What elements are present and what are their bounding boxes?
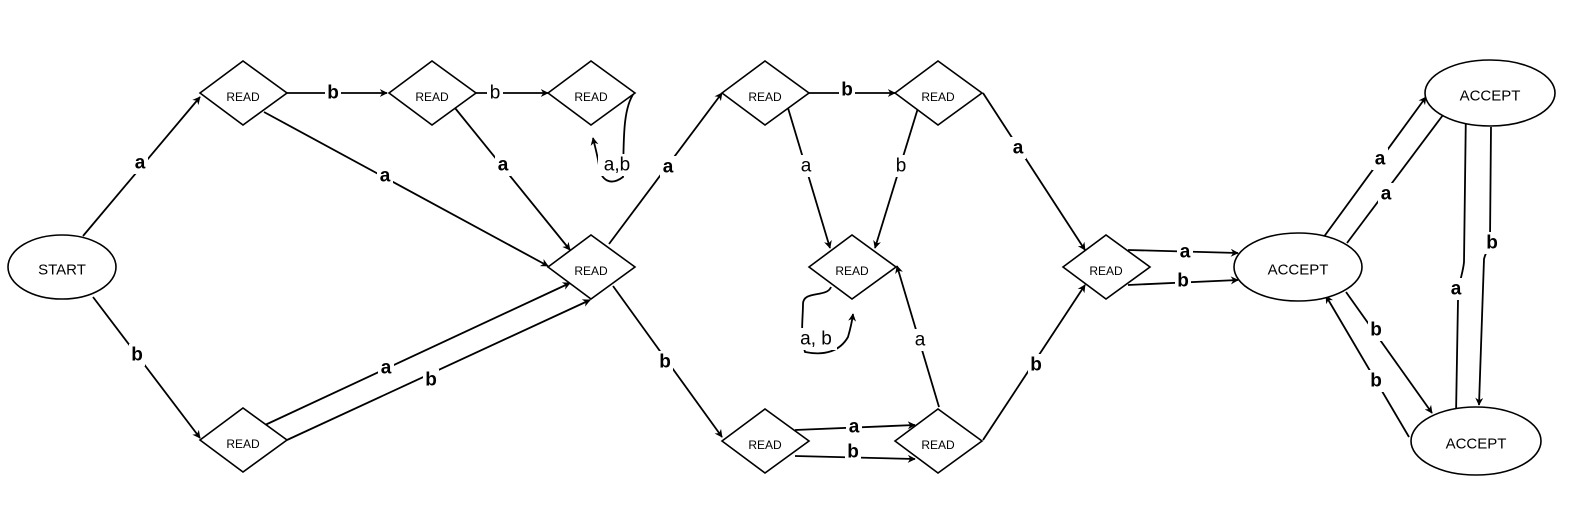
edge-label: b — [327, 83, 339, 104]
edge-accept-2-to-accept-3 — [1475, 126, 1492, 406]
read-node-label: READ — [574, 264, 608, 278]
edge-label: b — [425, 370, 437, 391]
edge-label: b — [490, 83, 501, 104]
read-node-11: READ — [893, 408, 984, 474]
edge-label: b — [1177, 271, 1189, 292]
edge-label: a — [1013, 138, 1024, 159]
nodes: START READ READ READ READ READ READ RE — [7, 59, 1556, 476]
edge-label: a — [1180, 242, 1191, 263]
edge-label: a — [1375, 149, 1386, 170]
read-node-10: READ — [720, 408, 811, 474]
accept-node-3: ACCEPT — [1410, 406, 1542, 476]
accept-node-1: ACCEPT — [1233, 232, 1363, 302]
read-node-label: READ — [748, 438, 782, 452]
read-node-9: READ — [1061, 234, 1152, 300]
edge-label: b — [1030, 355, 1042, 376]
read-node-label: READ — [921, 438, 955, 452]
edge-label: b — [896, 156, 907, 177]
read-node-3: READ — [387, 60, 478, 126]
edge-read-3-to-read-5 — [454, 107, 571, 251]
start-node: START — [7, 234, 117, 300]
edge-start-to-read-2 — [92, 296, 201, 439]
edge-read-7-to-read-9 — [982, 92, 1086, 251]
edge-label: a — [135, 153, 146, 174]
read-node-label: READ — [835, 264, 869, 278]
read-node-5: READ — [546, 234, 637, 300]
edge-label: a — [849, 417, 860, 438]
edge-label: a — [380, 166, 391, 187]
edge-read-6-to-read-8 — [787, 107, 832, 249]
read-node-6: READ — [720, 60, 811, 126]
read-node-label: READ — [1089, 264, 1123, 278]
accept-node-label: ACCEPT — [1446, 436, 1507, 453]
edge-accept-1-to-accept-3 — [1345, 291, 1433, 414]
read-node-label: READ — [226, 90, 260, 104]
edge-accept-2-to-accept-1 — [1346, 114, 1444, 244]
read-node-8: READ — [807, 234, 898, 300]
read-node-2: READ — [198, 407, 289, 473]
edge-read-1-to-read-5 — [263, 111, 549, 267]
edge-label: a — [915, 330, 926, 351]
read-node-label: READ — [226, 437, 260, 451]
edge-read-2-to-read-5-a — [264, 282, 571, 426]
start-node-label: START — [38, 262, 86, 279]
edge-read-7-to-read-8 — [873, 107, 919, 249]
edge-label: b — [659, 352, 671, 373]
accept-node-2: ACCEPT — [1424, 59, 1556, 127]
edge-label: a — [801, 156, 812, 177]
edge-accept-3-to-accept-2 — [1455, 104, 1470, 416]
edge-label: b — [131, 345, 143, 366]
edge-labels: a b b a b a a,b a b a b b a b a a, b a — [129, 79, 1500, 463]
edge-read-4-self-loop — [590, 92, 635, 183]
edge-label: b — [1486, 233, 1498, 254]
read-node-1: READ — [198, 60, 289, 126]
edge-label: b — [1370, 320, 1382, 341]
accept-node-label: ACCEPT — [1268, 262, 1329, 279]
read-node-label: READ — [748, 90, 782, 104]
edge-label: a — [498, 155, 509, 176]
read-node-7: READ — [893, 60, 984, 126]
edge-label: b — [847, 442, 859, 463]
edge-label: b — [1370, 371, 1382, 392]
edge-read-8-self-loop — [801, 286, 857, 355]
read-node-label: READ — [574, 90, 608, 104]
read-node-4: READ — [546, 60, 637, 126]
edge-label: a,b — [604, 155, 630, 176]
edge-label: a — [381, 358, 392, 379]
edge-accept-3-to-accept-1 — [1325, 295, 1410, 438]
edge-label: a — [1381, 184, 1392, 205]
edge-label: a, b — [800, 329, 832, 350]
read-node-label: READ — [415, 90, 449, 104]
edge-label: a — [663, 157, 674, 178]
edge-label: b — [841, 80, 853, 101]
read-node-label: READ — [921, 90, 955, 104]
accept-node-label: ACCEPT — [1460, 88, 1521, 105]
edge-label: a — [1451, 279, 1462, 300]
